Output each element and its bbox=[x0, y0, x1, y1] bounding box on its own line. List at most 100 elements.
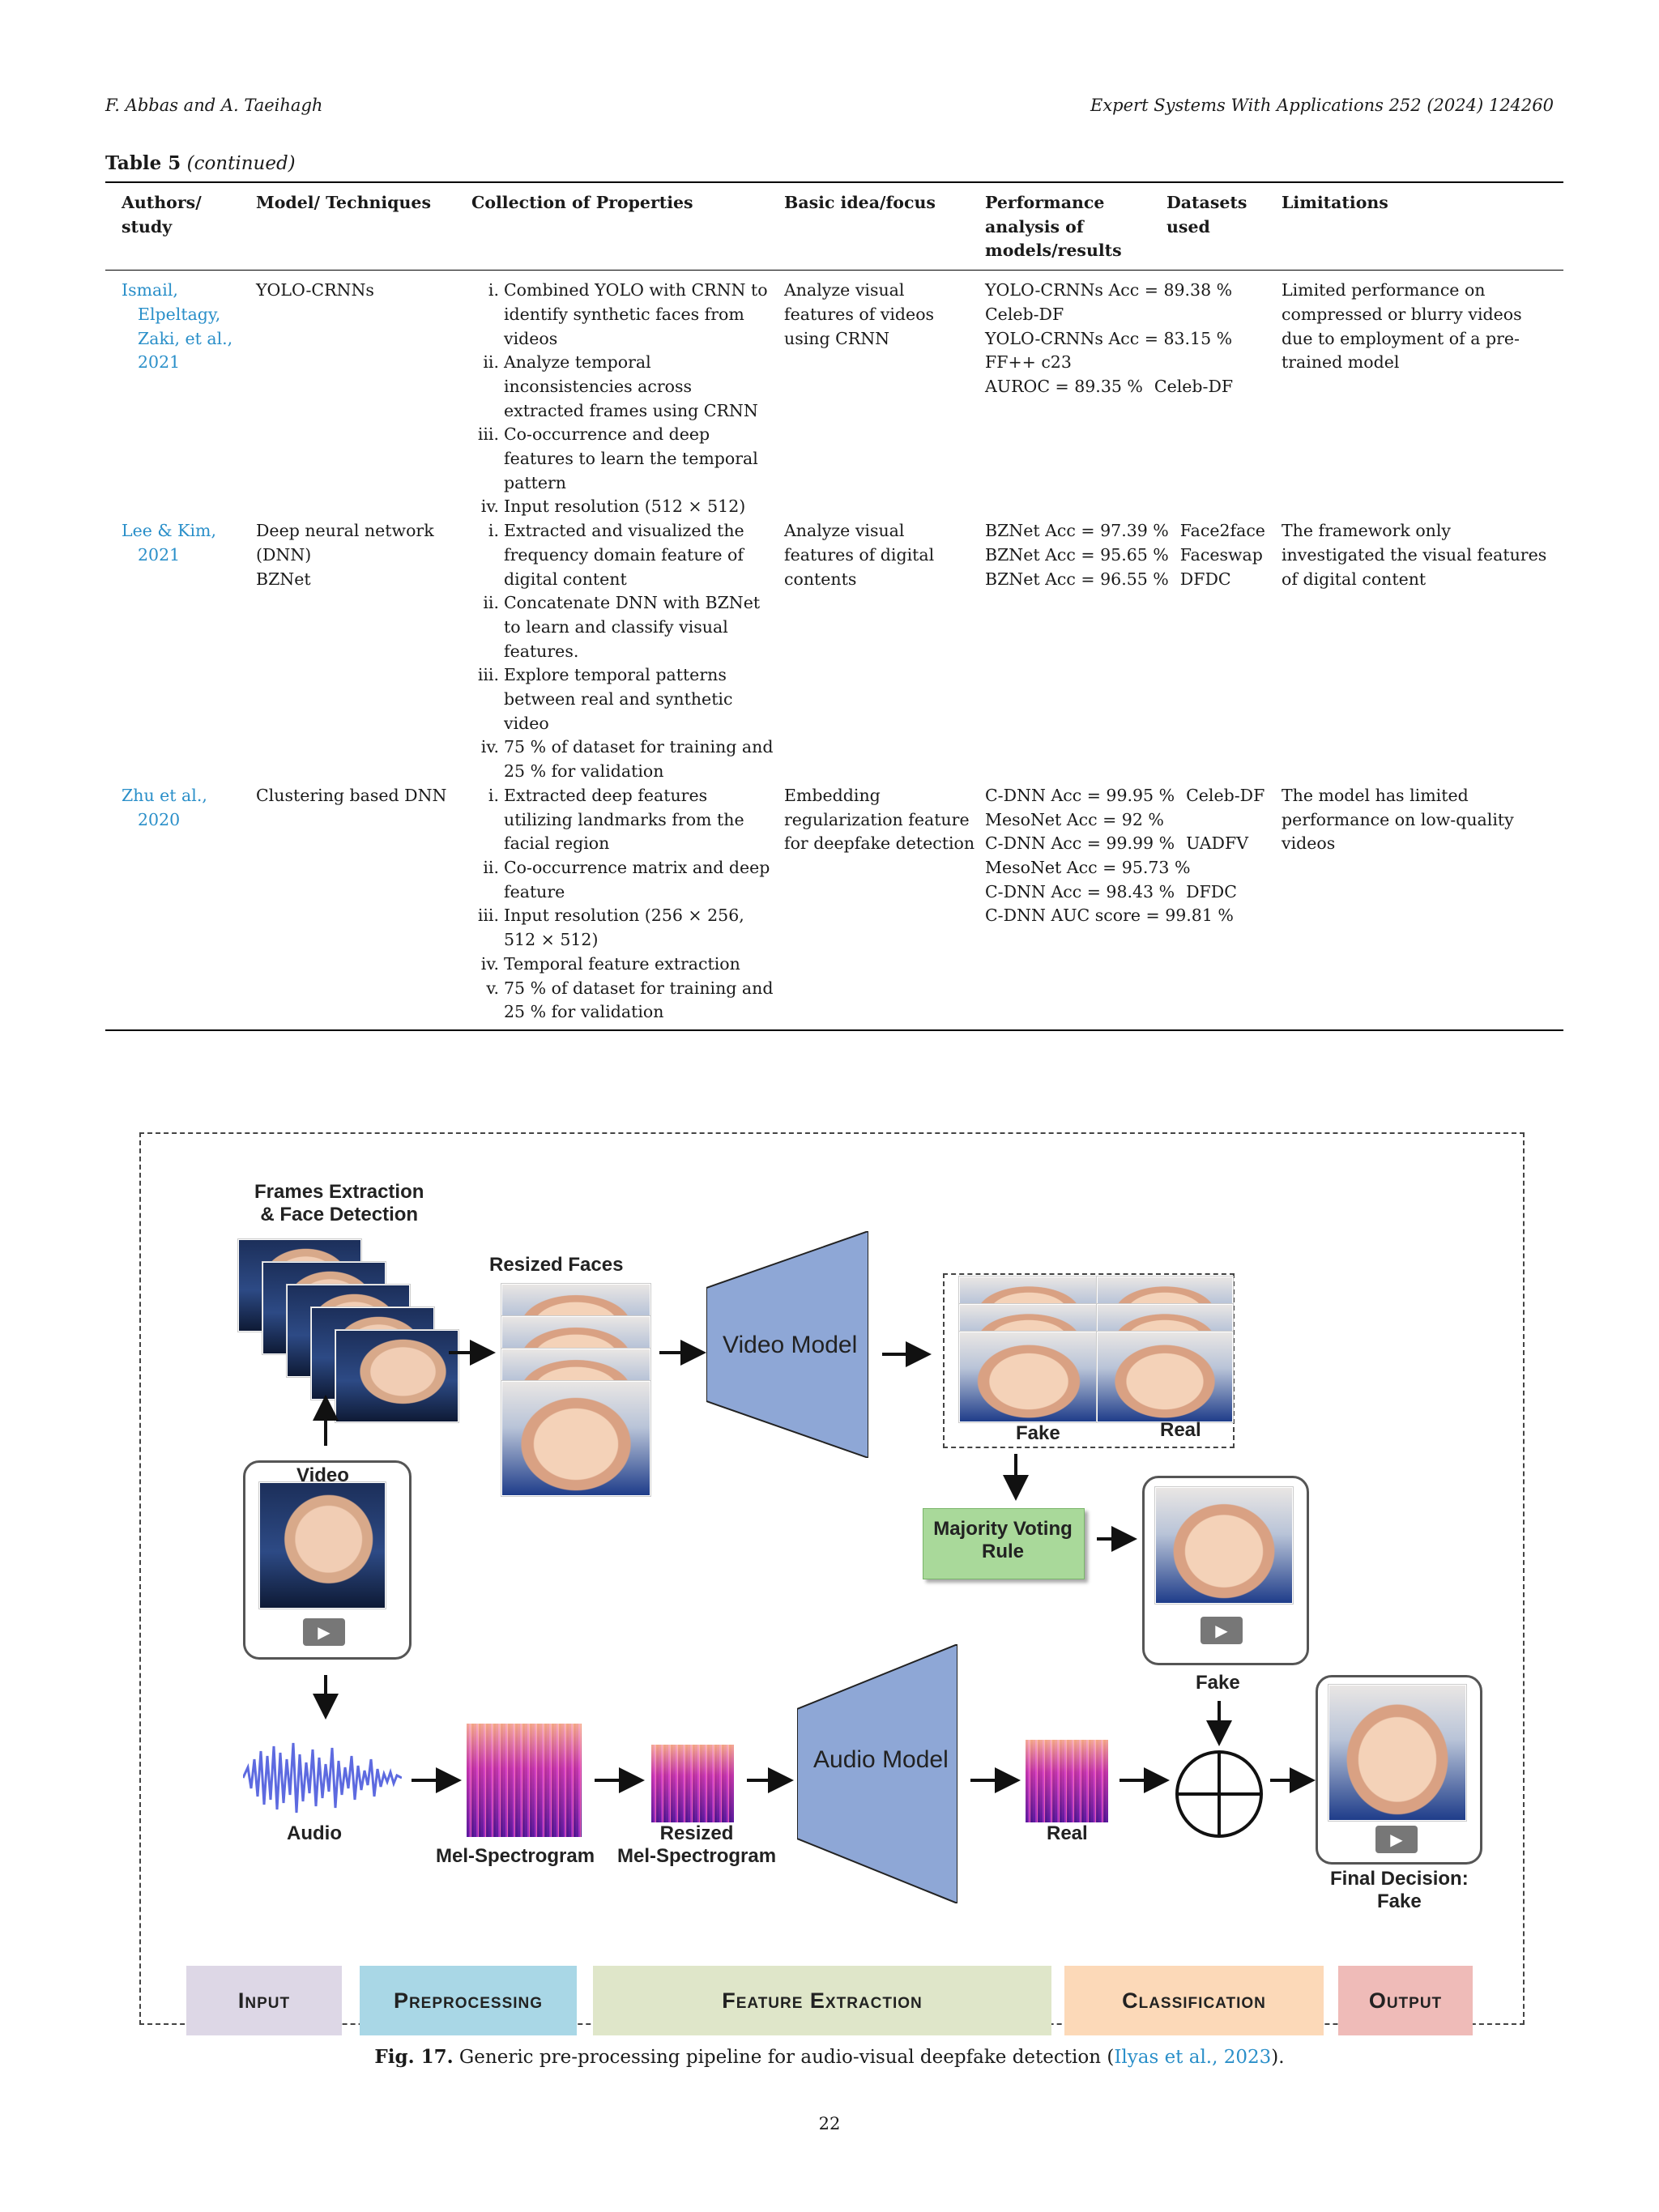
running-header-authors: F. Abbas and A. Taeihagh bbox=[105, 96, 323, 115]
property-text: Explore temporal patterns between real a… bbox=[504, 665, 733, 733]
limitations-cell: The model has limited performance on low… bbox=[1282, 783, 1563, 1031]
fusion-operator bbox=[1175, 1750, 1263, 1838]
author-link-line[interactable]: Elpeltagy, bbox=[138, 304, 221, 324]
property-number: i. bbox=[488, 521, 499, 541]
dataset-name: Faceswap bbox=[1179, 544, 1263, 565]
fake-label: Fake bbox=[1016, 1422, 1060, 1444]
performance-line: C-DNN Acc = 98.43 % DFDC bbox=[985, 880, 1273, 905]
author-link-line[interactable]: 2020 bbox=[138, 809, 181, 829]
performance-result: BZNet Acc = 96.55 % bbox=[985, 569, 1169, 589]
property-number: iii. bbox=[477, 424, 499, 445]
property-item: iv.Input resolution (512 × 512) bbox=[471, 495, 776, 519]
table-row: Lee & Kim, 2021 Deep neural network(DNN)BZ… bbox=[105, 519, 1563, 784]
pipeline-arrows bbox=[313, 1340, 1316, 1793]
author-link-line[interactable]: 2021 bbox=[138, 544, 181, 565]
resized-face bbox=[501, 1381, 650, 1496]
figure-label: Fig. 17. bbox=[374, 2046, 454, 2068]
property-number: i. bbox=[488, 280, 499, 300]
limitations-cell: The framework only investigated the visu… bbox=[1282, 521, 1547, 589]
property-text: Input resolution (256 × 256, 512 × 512) bbox=[504, 906, 744, 950]
property-text: Extracted deep features utilizing landma… bbox=[504, 785, 744, 854]
performance-result: BZNet Acc = 95.65 % bbox=[985, 544, 1169, 565]
dataset-name: UADFV bbox=[1186, 833, 1249, 854]
performance-result: C-DNN Acc = 98.43 % bbox=[985, 881, 1175, 901]
performance-result: C-DNN AUC score = 99.81 % bbox=[985, 906, 1234, 926]
resized-faces-label: Resized Faces bbox=[489, 1254, 624, 1276]
property-text: Analyze temporal inconsistencies across … bbox=[504, 352, 758, 420]
mel-spectrogram bbox=[467, 1724, 582, 1837]
dataset-name: Celeb-DF bbox=[1186, 785, 1265, 805]
video-thumbnail bbox=[259, 1482, 386, 1609]
pipeline-figure: Frames Extraction & Face Detection Resiz… bbox=[139, 1132, 1525, 2035]
model-line: Deep neural network bbox=[256, 521, 434, 541]
col-header: Basic idea/focus bbox=[784, 181, 985, 271]
model-cell: YOLO-CRNNs bbox=[256, 271, 471, 520]
real-audio-label: Real bbox=[1047, 1822, 1088, 1844]
citation-link[interactable]: Ilyas et al., 2023 bbox=[1114, 2047, 1272, 2068]
model-cell: Clustering based DNN bbox=[256, 783, 471, 1031]
property-item: i.Extracted and visualized the frequency… bbox=[471, 519, 776, 591]
property-item: iii.Co-occurrence and deep features to l… bbox=[471, 423, 776, 495]
performance-line: YOLO-CRNNs Acc = 83.15 % bbox=[985, 327, 1273, 352]
property-item: iv.Temporal feature extraction bbox=[471, 953, 776, 977]
performance-line: BZNet Acc = 96.55 % DFDC bbox=[985, 568, 1273, 592]
fake-frame bbox=[959, 1332, 1098, 1422]
property-item: i.Combined YOLO with CRNN to identify sy… bbox=[471, 279, 776, 351]
author-cell[interactable]: Zhu et al., 2020 bbox=[105, 783, 256, 1031]
table-header-row: Authors/ study Model/ Techniques Collect… bbox=[105, 181, 1563, 271]
audio-waveform bbox=[243, 1742, 402, 1813]
limitations-cell: Limited performance on compressed or blu… bbox=[1282, 280, 1522, 373]
properties-cell: i.Combined YOLO with CRNN to identify sy… bbox=[471, 271, 784, 520]
legend-preprocessing: Preprocessing bbox=[360, 1966, 577, 2035]
model-cell: Deep neural network(DNN)BZNet bbox=[256, 519, 471, 784]
performance-result: MesoNet Acc = 92 % bbox=[985, 809, 1164, 829]
figure-caption: Fig. 17. Generic pre-processing pipeline… bbox=[0, 2046, 1659, 2068]
performance-result: MesoNet Acc = 95.73 % bbox=[985, 857, 1191, 877]
dataset-name: DFDC bbox=[1179, 569, 1231, 589]
majority-line: Rule bbox=[981, 1541, 1024, 1562]
majority-line: Majority Voting bbox=[933, 1518, 1073, 1540]
final-decision-label: Final Decision: Fake bbox=[1330, 1868, 1469, 1913]
majority-voting-label: Majority Voting Rule bbox=[931, 1518, 1075, 1563]
mel-spectrogram-label: Mel-Spectrogram bbox=[436, 1845, 595, 1867]
author-link[interactable]: Ismail, bbox=[122, 280, 178, 300]
table-continued: (continued) bbox=[186, 153, 296, 174]
model-line: BZNet bbox=[256, 569, 311, 589]
author-link[interactable]: Lee & Kim, bbox=[122, 521, 216, 541]
property-text: Extracted and visualized the frequency d… bbox=[504, 521, 744, 589]
property-item: iii.Explore temporal patterns between re… bbox=[471, 663, 776, 735]
resized-mel-spectrogram bbox=[651, 1745, 734, 1822]
property-text: 75 % of dataset for training and 25 % fo… bbox=[504, 978, 774, 1022]
fake-output-image bbox=[1155, 1487, 1293, 1604]
legend-input: Input bbox=[186, 1966, 342, 2035]
legend-output: Output bbox=[1338, 1966, 1473, 2035]
author-link-line[interactable]: 2021 bbox=[138, 352, 181, 373]
property-number: iv. bbox=[480, 737, 499, 757]
property-number: ii. bbox=[483, 593, 499, 613]
dataset-name: DFDC bbox=[1186, 881, 1237, 901]
frames-label-line: Frames Extraction bbox=[254, 1181, 424, 1203]
property-item: ii.Concatenate DNN with BZNet to learn a… bbox=[471, 591, 776, 663]
property-number: iv. bbox=[480, 497, 499, 517]
properties-list: i.Combined YOLO with CRNN to identify sy… bbox=[471, 279, 776, 519]
idea-cell: Analyze visual features of digital conte… bbox=[784, 521, 935, 589]
author-link-line[interactable]: Zaki, et al., bbox=[138, 328, 233, 348]
performance-line: MesoNet Acc = 92 % bbox=[985, 808, 1273, 833]
frames-label: Frames Extraction & Face Detection bbox=[254, 1181, 424, 1226]
video-model-block bbox=[706, 1231, 868, 1458]
author-link[interactable]: Zhu et al., bbox=[122, 785, 207, 805]
performance-result: BZNet Acc = 97.39 % bbox=[985, 521, 1169, 541]
author-cell[interactable]: Lee & Kim, 2021 bbox=[105, 519, 256, 784]
model-line: YOLO-CRNNs bbox=[256, 280, 374, 300]
model-line: Clustering based DNN bbox=[256, 785, 447, 805]
property-number: ii. bbox=[483, 857, 499, 877]
property-item: ii.Co-occurrence matrix and deep feature bbox=[471, 856, 776, 904]
col-header: Limitations bbox=[1282, 181, 1563, 271]
author-cell[interactable]: Ismail, Elpeltagy, Zaki, et al., 2021 bbox=[105, 271, 256, 520]
performance-result: FF++ c23 bbox=[985, 352, 1072, 373]
audio-model-label: Audio Model bbox=[813, 1746, 949, 1773]
majority-voting-box bbox=[923, 1508, 1085, 1579]
